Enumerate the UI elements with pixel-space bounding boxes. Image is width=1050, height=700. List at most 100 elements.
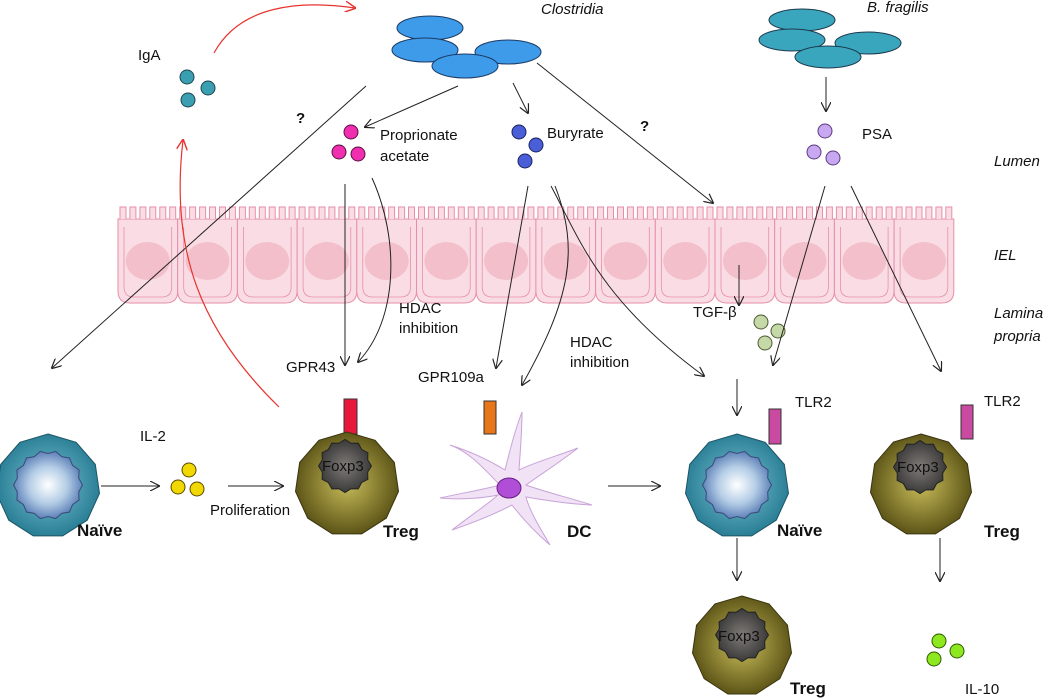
question-mark-right: ?: [640, 118, 649, 135]
question-mark-left: ?: [296, 110, 305, 127]
arrow-treg1-to-iga: [180, 140, 280, 408]
epithelial-nucleus: [663, 242, 708, 280]
dendritic-cell: [439, 411, 593, 546]
b-fragilis-cluster: [758, 8, 902, 69]
epithelial-cell-inner: [840, 227, 889, 298]
il2-label: IL-2: [140, 428, 166, 445]
epithelium-layer: [117, 206, 955, 304]
proprionate-molecules: [331, 124, 366, 162]
epithelial-nucleus: [364, 242, 409, 280]
tlr2-label-a: TLR2: [795, 394, 832, 411]
treg-cell-1: [294, 431, 400, 535]
dc-label: DC: [567, 522, 592, 541]
epithelial-cell-inner: [780, 227, 829, 298]
hdac-inhibition-2-line2: inhibition: [570, 354, 629, 371]
proprionate-label: Proprionate: [380, 127, 458, 144]
microvilli: [356, 206, 417, 220]
epithelial-cell-inner: [660, 227, 710, 298]
treg-label-2: Treg: [790, 679, 826, 698]
arrow-psa-to-treg3: [850, 185, 941, 371]
microvilli: [894, 206, 954, 220]
gpr43-receptor: [343, 398, 358, 435]
buryrate-label: Buryrate: [547, 125, 604, 142]
epithelial-cell-inner: [899, 227, 949, 298]
arrow-clostridia-to-epithelium: [536, 62, 713, 203]
foxp3-label-3: Foxp3: [897, 459, 939, 476]
epithelial-cell-inner: [302, 227, 352, 298]
arrow-iga-to-clostridia: [213, 5, 355, 54]
microvilli: [595, 206, 656, 220]
microvilli: [118, 206, 178, 220]
iga-label: IgA: [138, 47, 161, 64]
gpr109a-label: GPR109a: [418, 369, 485, 386]
foxp3-label-1: Foxp3: [322, 458, 364, 475]
acetate-label: acetate: [380, 148, 429, 165]
lumen-label: Lumen: [994, 153, 1040, 170]
tgf-beta-label: TGF-β: [693, 304, 737, 321]
iga-molecules: [179, 69, 216, 108]
gpr43-label: GPR43: [286, 359, 335, 376]
arrow-clostridia-to-proprionate: [365, 85, 459, 127]
epithelial-cell-inner: [183, 227, 232, 298]
arrow-buryrate-to-gpr109a: [496, 185, 529, 368]
il2-molecules: [170, 462, 205, 497]
microvilli: [416, 206, 477, 220]
microvilli: [535, 206, 596, 220]
epithelial-nucleus: [125, 242, 170, 280]
arrow-psa-to-naive2: [773, 185, 826, 365]
epithelial-nucleus: [603, 242, 648, 280]
epithelial-cell-inner: [123, 227, 173, 298]
naive-label-2: Naïve: [777, 521, 822, 540]
microvilli: [834, 206, 895, 220]
tlr2-label-b: TLR2: [984, 393, 1021, 410]
arrow-clostridia-to-naive: [52, 85, 367, 368]
il10-molecules: [926, 633, 965, 667]
arrow-buryrate-to-naive2: [550, 185, 704, 376]
microvilli: [237, 206, 298, 220]
epithelial-cell-inner: [422, 227, 471, 298]
il10-label: IL-10: [965, 681, 999, 698]
epithelial-nucleus: [305, 242, 349, 280]
b-fragilis-label: B. fragilis: [867, 0, 929, 16]
microvilli: [715, 206, 775, 220]
proliferation-label: Proliferation: [210, 502, 290, 519]
naive-label-1: Naïve: [77, 521, 122, 540]
treg-label-3: Treg: [984, 522, 1020, 541]
arrow-proprionate-hdac: [358, 177, 392, 362]
buryrate-molecules: [511, 124, 544, 169]
epithelial-nucleus: [484, 242, 529, 280]
foxp3-label-2: Foxp3: [718, 628, 760, 645]
epithelial-cell-inner: [243, 227, 292, 298]
microvilli: [177, 206, 238, 220]
treg-cell-3: [869, 433, 973, 535]
epithelial-cell-inner: [481, 227, 531, 298]
epithelial-nucleus: [842, 242, 887, 280]
epithelial-cell-inner: [362, 227, 411, 298]
microvilli: [774, 206, 835, 220]
propria-label: propria: [993, 328, 1041, 345]
psa-label: PSA: [862, 126, 892, 143]
hdac-inhibition-1-line2: inhibition: [399, 320, 458, 337]
tlr2-receptor-a: [768, 408, 782, 445]
naive-cell-1: [0, 433, 101, 537]
iel-label: IEL: [994, 247, 1017, 264]
pathway-arrows: [52, 5, 941, 581]
epithelial-nucleus: [185, 242, 230, 280]
hdac-inhibition-1-line1: HDAC: [399, 300, 442, 317]
epithelial-cell-inner: [541, 227, 590, 298]
epithelial-nucleus: [543, 242, 588, 280]
epithelial-nucleus: [902, 242, 946, 280]
tlr2-receptor-b: [960, 404, 974, 440]
lamina-label: Lamina: [994, 305, 1043, 322]
gpr109a-receptor: [483, 400, 497, 435]
clostridia-cluster: [391, 15, 542, 79]
microvilli: [655, 206, 715, 220]
hdac-inhibition-2-line1: HDAC: [570, 334, 613, 351]
microvilli: [297, 206, 357, 220]
epithelial-cell-inner: [720, 227, 770, 298]
epithelial-nucleus: [782, 242, 827, 280]
clostridia-label: Clostridia: [541, 1, 604, 18]
psa-molecules: [806, 123, 841, 166]
epithelial-nucleus: [424, 242, 469, 280]
